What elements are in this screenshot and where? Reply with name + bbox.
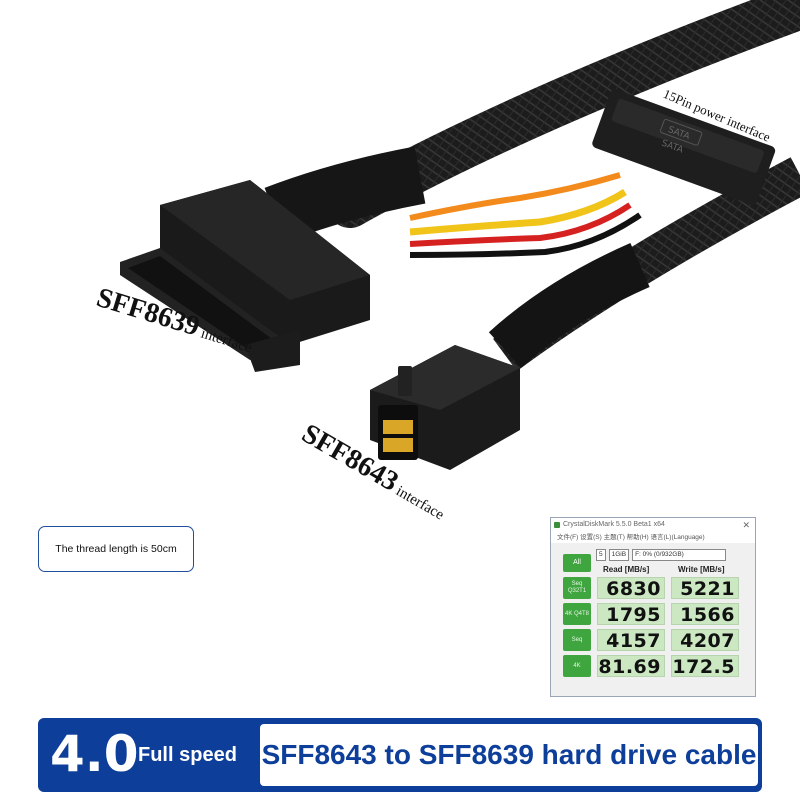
window-title: CrystalDiskMark 5.5.0 Beta1 x64 <box>563 521 665 528</box>
close-icon[interactable]: ✕ <box>742 520 750 530</box>
read-value-4k: 81.69 <box>597 655 665 678</box>
write-value-seq-q32t1: 5221 <box>671 577 739 600</box>
size-select[interactable]: 1GiB <box>608 549 630 561</box>
heat-shrink-lower <box>488 243 650 368</box>
write-value-4k-q4t8: 1566 <box>671 603 739 626</box>
product-title: SFF8643 to SFF8639 hard drive cable <box>261 739 757 770</box>
row-button-4k-q4t8[interactable]: 4K Q4T8 <box>563 603 591 625</box>
write-value-seq: 4207 <box>671 629 739 652</box>
read-header: Read [MB/s] <box>603 565 650 574</box>
row-button-4k[interactable]: 4K <box>563 655 591 677</box>
power-wire-black <box>409 212 642 258</box>
crystaldiskmark-window: CrystalDiskMark 5.5.0 Beta1 x64 ✕ 文件(F) … <box>550 517 756 697</box>
write-value-4k: 172.5 <box>671 655 739 678</box>
thread-length-note: The thread length is 50cm <box>38 526 194 572</box>
window-title-bar: CrystalDiskMark 5.5.0 Beta1 x64 ✕ <box>551 518 755 532</box>
read-value-seq: 4157 <box>597 629 665 652</box>
read-value-4k-q4t8: 1795 <box>597 603 665 626</box>
banner-title-box: SFF8643 to SFF8639 hard drive cable <box>260 724 758 786</box>
version-badge: 4.0 <box>50 725 139 783</box>
write-header: Write [MB/s] <box>678 565 725 574</box>
power-wire-yellow <box>409 189 627 236</box>
runs-select[interactable]: 5 <box>596 549 606 561</box>
all-button[interactable]: All <box>563 554 591 572</box>
sff8643-connector <box>370 345 520 470</box>
row-button-seq-q32t1[interactable]: Seq Q32T1 <box>563 577 591 599</box>
heat-shrink-top <box>264 146 426 243</box>
sff8639-connector <box>120 180 370 372</box>
drive-select[interactable]: F: 0% (0/932GB) <box>632 549 727 561</box>
row-button-seq[interactable]: Seq <box>563 629 591 651</box>
app-icon <box>554 522 560 528</box>
read-value-seq-q32t1: 6830 <box>597 577 665 600</box>
menu-bar[interactable]: 文件(F) 设置(S) 主题(T) 帮助(H) 语言(L)(Language) <box>551 532 755 543</box>
sata-power-connector: SATA <box>592 89 776 205</box>
benchmark-controls: 5 1GiB F: 0% (0/932GB) <box>596 549 727 561</box>
full-speed-label: Full speed <box>138 744 237 766</box>
power-wire-red <box>409 202 632 247</box>
power-wire-orange <box>409 172 621 221</box>
